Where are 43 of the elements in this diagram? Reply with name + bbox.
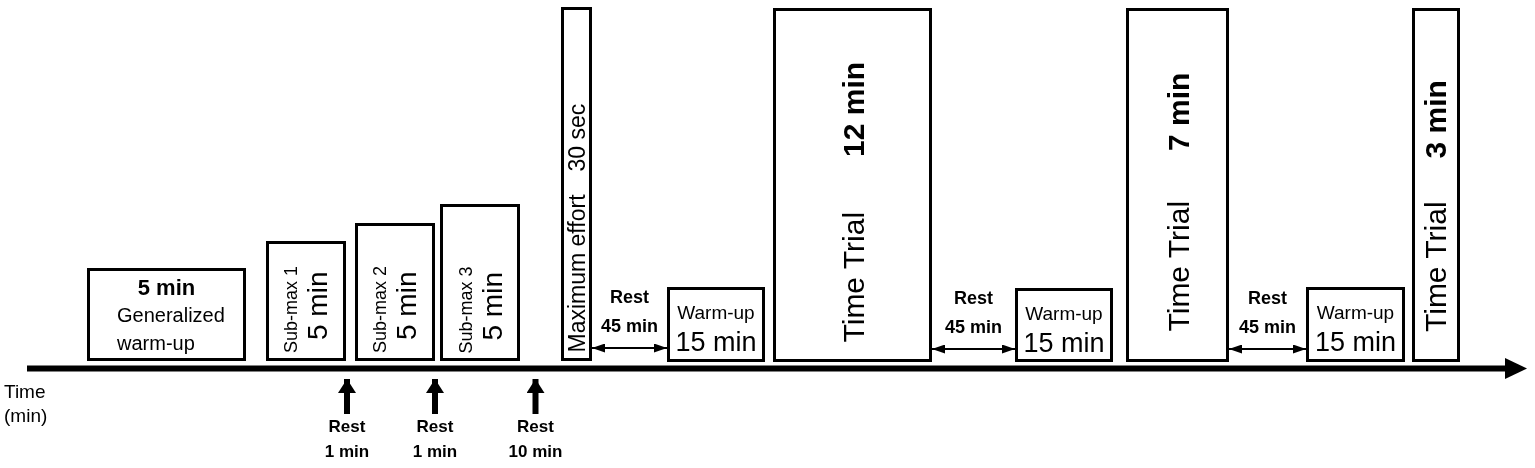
double-arrow bbox=[931, 344, 1016, 354]
stage-label: Warm-up bbox=[1025, 302, 1103, 326]
stage-box bbox=[1126, 8, 1229, 362]
stage-label: Sub-max 1 bbox=[280, 265, 302, 353]
rest-label: Rest 10 min bbox=[507, 414, 564, 464]
rest-label: Rest 1 min bbox=[411, 414, 459, 464]
double-arrow bbox=[591, 343, 668, 353]
duration-label: 5 min bbox=[477, 271, 507, 340]
stage-box bbox=[773, 8, 932, 362]
rest-label: Rest 1 min bbox=[323, 414, 371, 464]
duration-label: 5 min bbox=[392, 271, 422, 340]
duration-label: 30 sec bbox=[564, 103, 589, 171]
stage-box bbox=[1306, 287, 1405, 362]
arrow bbox=[526, 379, 545, 414]
duration-label: 12 min bbox=[834, 61, 870, 157]
duration-label: 15 min bbox=[1314, 326, 1396, 359]
stage-label: Time Trial bbox=[1159, 200, 1195, 331]
arrow bbox=[338, 379, 356, 414]
stage-label: Generalized warm-up bbox=[117, 303, 226, 356]
duration-label: 5 min bbox=[136, 275, 197, 301]
stage-label: Time Trial bbox=[1418, 201, 1453, 332]
arrow bbox=[426, 379, 444, 414]
duration-label: 7 min bbox=[1159, 72, 1195, 151]
duration-label: 3 min bbox=[1418, 80, 1453, 159]
stage-label: Sub-max 3 bbox=[454, 265, 476, 353]
stage-box bbox=[561, 7, 592, 361]
stage-box bbox=[1015, 288, 1113, 362]
stage-label: Warm-up bbox=[1316, 301, 1395, 325]
stage-label: Maximum effort bbox=[564, 193, 589, 352]
stage-box bbox=[667, 287, 765, 362]
duration-label: 5 min bbox=[303, 271, 333, 340]
stage-box bbox=[87, 268, 246, 361]
duration-label: 15 min bbox=[1023, 327, 1105, 360]
stage-label: Warm-up bbox=[677, 301, 755, 325]
stage-box bbox=[355, 223, 435, 361]
stage-label: Time Trial bbox=[834, 211, 870, 342]
stage-box bbox=[1412, 8, 1460, 362]
double-arrow bbox=[1228, 344, 1307, 354]
stage-box bbox=[440, 204, 520, 361]
stage-label: Sub-max 2 bbox=[369, 265, 391, 353]
axis-label: Time (min) bbox=[4, 380, 49, 428]
duration-label: 15 min bbox=[675, 326, 757, 359]
stage-box bbox=[266, 241, 346, 361]
